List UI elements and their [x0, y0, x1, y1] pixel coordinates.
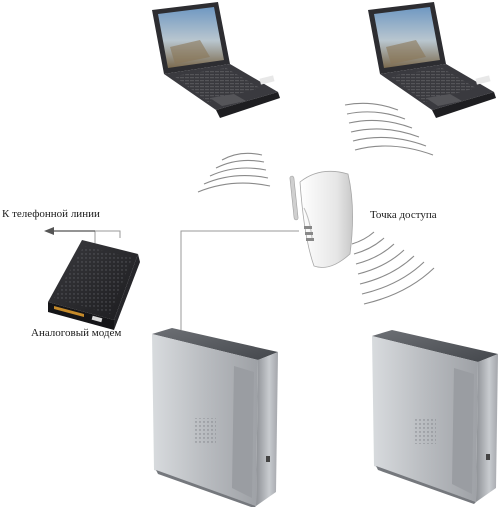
- laptop-icon: [368, 2, 496, 118]
- wave-group-left: [197, 152, 271, 193]
- analog-modem-label: Аналоговый модем: [31, 327, 122, 339]
- pc-tower-icon: [372, 330, 498, 504]
- connection-lines: [94, 230, 299, 330]
- modem-icon: [48, 240, 140, 330]
- wave-group-right-bottom: [351, 231, 435, 305]
- modem-phone-line: [94, 230, 121, 245]
- phone-line-arrow: [44, 227, 95, 235]
- modem-to-ap-line: [180, 230, 299, 330]
- wireless-waves: [197, 102, 435, 305]
- wave-group-right-top: [344, 102, 434, 156]
- pc-tower-icon: [152, 328, 278, 507]
- laptop-icon: [152, 2, 280, 118]
- phone-line-label: К телефонной линии: [2, 208, 100, 220]
- wifi-access-point-icon: [289, 170, 353, 268]
- access-point-label: Точка доступа: [370, 209, 437, 221]
